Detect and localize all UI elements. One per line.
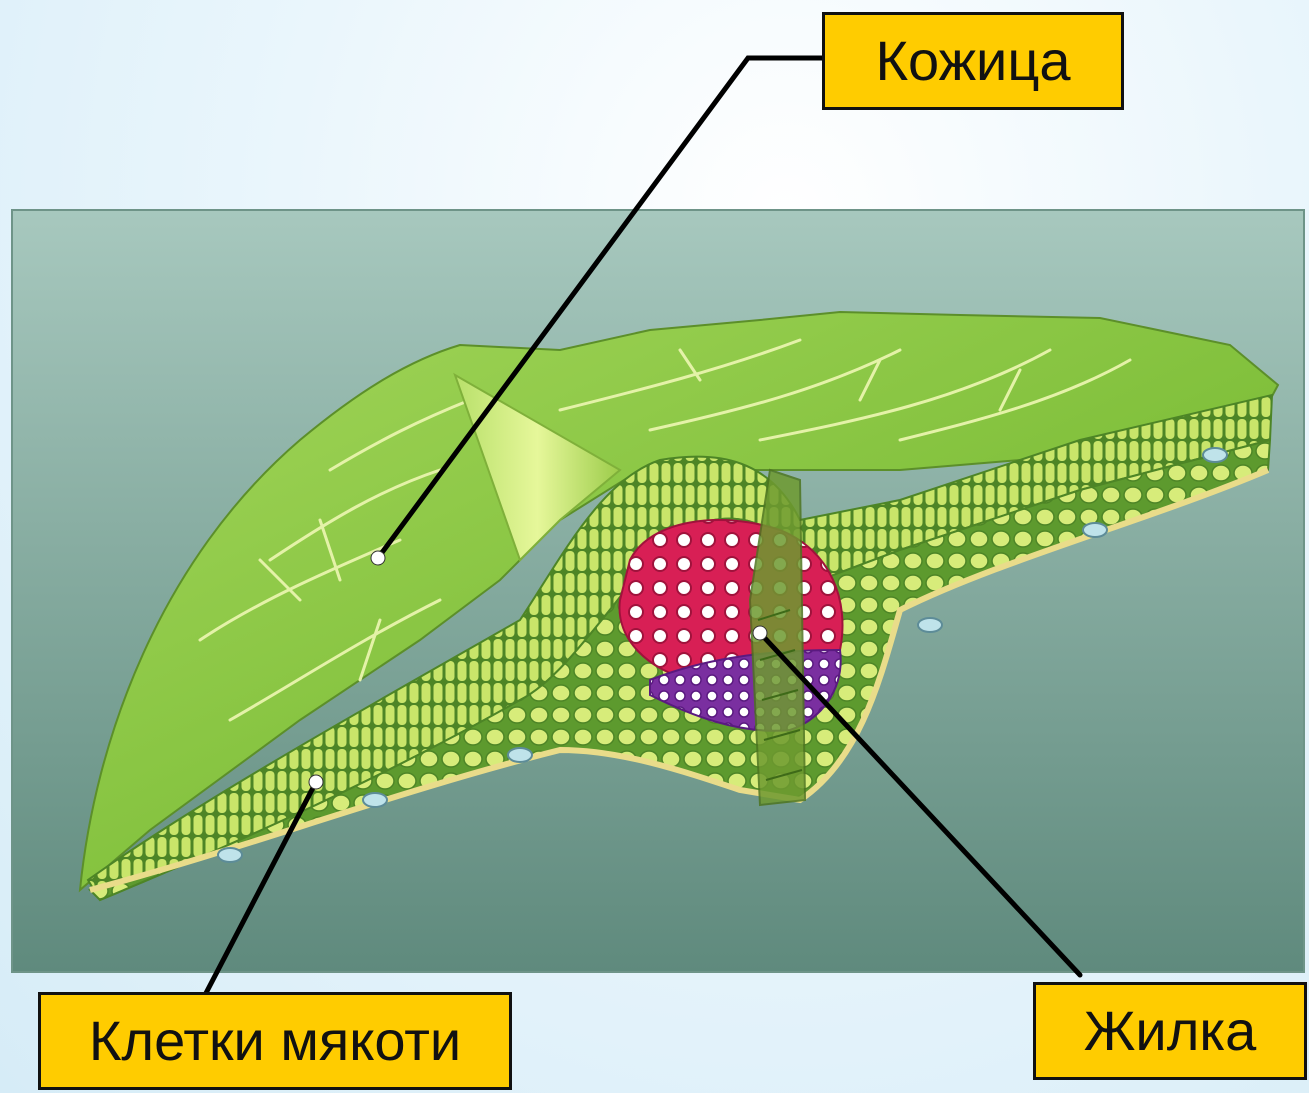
- label-vein: Жилка: [1033, 982, 1307, 1080]
- label-pulp-cells: Клетки мякоти: [38, 992, 512, 1090]
- pointer-dot-vein: [753, 626, 767, 640]
- label-skin: Кожица: [822, 12, 1124, 110]
- pointer-dot-pulp: [309, 775, 323, 789]
- pointer-dot-skin: [371, 551, 385, 565]
